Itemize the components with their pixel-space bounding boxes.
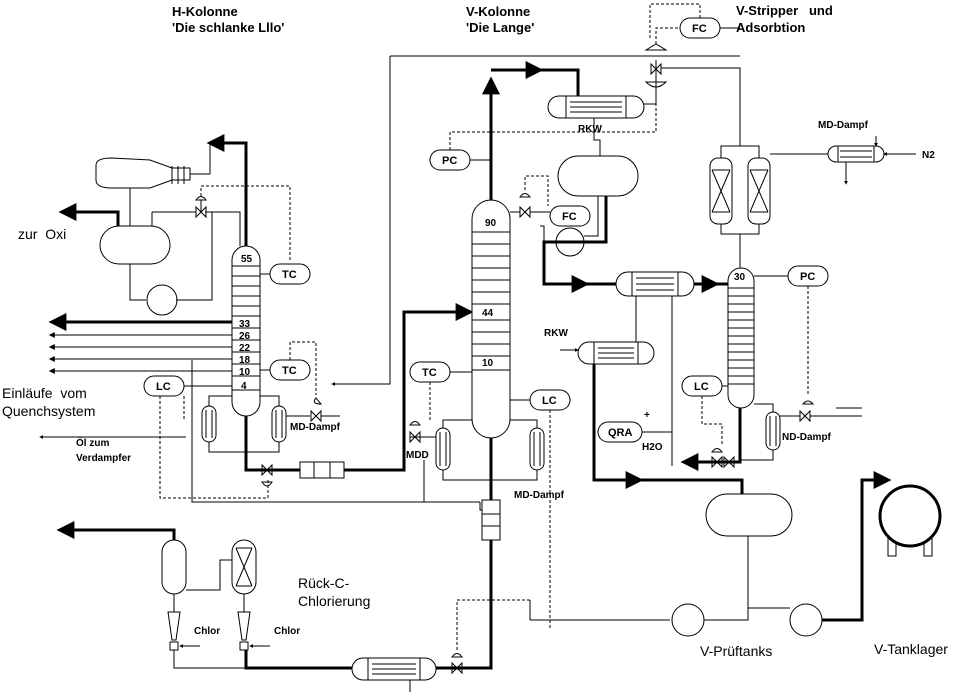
oil-label-1: Öl zum	[76, 436, 109, 449]
qra-plus: +	[644, 410, 650, 421]
s-tray-30: 30	[734, 272, 746, 283]
rkw-top-condenser	[547, 95, 645, 119]
fc-top-valve	[650, 62, 662, 76]
rueck-c-exchanger	[351, 657, 437, 681]
lc-v-label: LC	[542, 395, 557, 407]
h-tray-26: 26	[239, 331, 251, 342]
v-stripper-title: V-Stripper und	[736, 3, 833, 18]
md-steam-h-label: MD-Dampf	[290, 422, 341, 433]
h-tray-18: 18	[239, 355, 251, 366]
rueck-c-label-1: Rück-C-	[298, 575, 350, 591]
h-reflux-pump	[146, 284, 178, 316]
pruef-pump-1	[671, 603, 705, 637]
feeds-label-1: Einläufe vom	[2, 385, 87, 401]
fc-v[interactable]	[549, 205, 591, 227]
nd-steam-label: ND-Dampf	[782, 432, 832, 443]
qra-h2o: H2O	[642, 442, 663, 453]
lc-h-label: LC	[156, 381, 171, 393]
chlor-mixer-2	[239, 641, 249, 651]
h-column-title: H-Kolonne	[172, 4, 238, 19]
oil-label-2: Verdampfer	[76, 453, 131, 464]
v-tray-10: 10	[482, 358, 494, 369]
adsorbers	[709, 145, 771, 235]
stripper-reboiler	[765, 411, 781, 451]
fc-v-label: FC	[562, 211, 577, 223]
v-column: 90 44 10	[471, 199, 511, 439]
h-tray-10: 10	[239, 367, 251, 378]
v-stripper-subtitle: Adsorbtion	[736, 20, 805, 35]
v-pruef-vessel	[705, 493, 793, 537]
h-tray-55: 55	[241, 254, 253, 265]
v-tray-90: 90	[485, 218, 497, 229]
tanklager-tank	[878, 484, 942, 557]
to-oxi-label: zur Oxi	[18, 226, 66, 242]
fc-top-label: FC	[692, 23, 707, 35]
md-steam-v-label: MD-Dampf	[514, 490, 565, 501]
rueck-c-label-2: Chlorierung	[298, 593, 370, 609]
tc-h-top-label: TC	[282, 269, 297, 281]
h-reflux-drum	[99, 225, 171, 265]
h-column-subtitle: 'Die schlanke Lllo'	[172, 20, 284, 35]
chlor-label-1: Chlor	[194, 626, 220, 637]
rkw-mid-cooler	[577, 341, 655, 365]
rkw-mid-label: RKW	[544, 328, 568, 339]
h-tray-33: 33	[239, 319, 251, 330]
md-steam-valve-h	[310, 409, 322, 423]
pc-s-label: PC	[800, 271, 815, 283]
n2-label: N2	[922, 150, 935, 161]
chlor-injector-2	[237, 611, 251, 641]
chlor-mixer-1	[169, 641, 179, 651]
tanklager-label: V-Tanklager	[874, 641, 948, 657]
feeds-label-2: Quenchsystem	[2, 403, 95, 419]
pruef-pump-2	[789, 603, 823, 637]
md-steam-s-label: MD-Dampf	[818, 120, 869, 131]
v-column-subtitle: 'Die Lange'	[466, 20, 534, 35]
lc-s-label: LC	[694, 381, 709, 393]
v-column-title: V-Kolonne	[466, 4, 530, 19]
chlor-injector-1	[167, 611, 181, 641]
h-reboiler-right	[271, 405, 287, 443]
h-tray-22: 22	[239, 343, 251, 354]
v-bottoms-filter	[481, 499, 501, 541]
v-tray-44: 44	[482, 308, 494, 319]
v-reboiler-right	[529, 427, 545, 471]
v-reflux-drum	[557, 155, 639, 197]
v-bottoms-valve	[451, 661, 463, 675]
v-stripper-column: 30	[727, 267, 755, 409]
pruef-label: V-Prüftanks	[700, 643, 772, 659]
h-reflux-valve	[195, 205, 207, 219]
v-reboiler-left	[435, 427, 451, 471]
stripper-feed-preheater	[615, 271, 695, 297]
chlorination-vessel-1	[161, 539, 187, 595]
n2-heater	[827, 145, 885, 163]
h-tray-4: 4	[241, 381, 247, 392]
v-reflux-valve	[519, 205, 531, 219]
stripper-bottoms-valve	[711, 455, 723, 469]
h-bottoms-filter	[299, 461, 345, 479]
mdd-label: MDD	[406, 450, 429, 461]
h-condenser	[95, 157, 191, 189]
pc-v-label: PC	[442, 155, 457, 167]
h-bottoms-valve	[261, 463, 273, 477]
tc-v-label: TC	[422, 367, 437, 379]
h-reboiler-left	[201, 405, 217, 443]
rkw-top-label: RKW	[578, 124, 602, 135]
tc-h-mid-label: TC	[282, 365, 297, 377]
nd-steam-valve	[799, 409, 811, 423]
qra-label: QRA	[608, 427, 633, 439]
h-column: 55 33 26 22 18 10 4	[231, 245, 261, 417]
chlor-label-2: Chlor	[274, 626, 300, 637]
mdd-valve	[409, 430, 421, 444]
